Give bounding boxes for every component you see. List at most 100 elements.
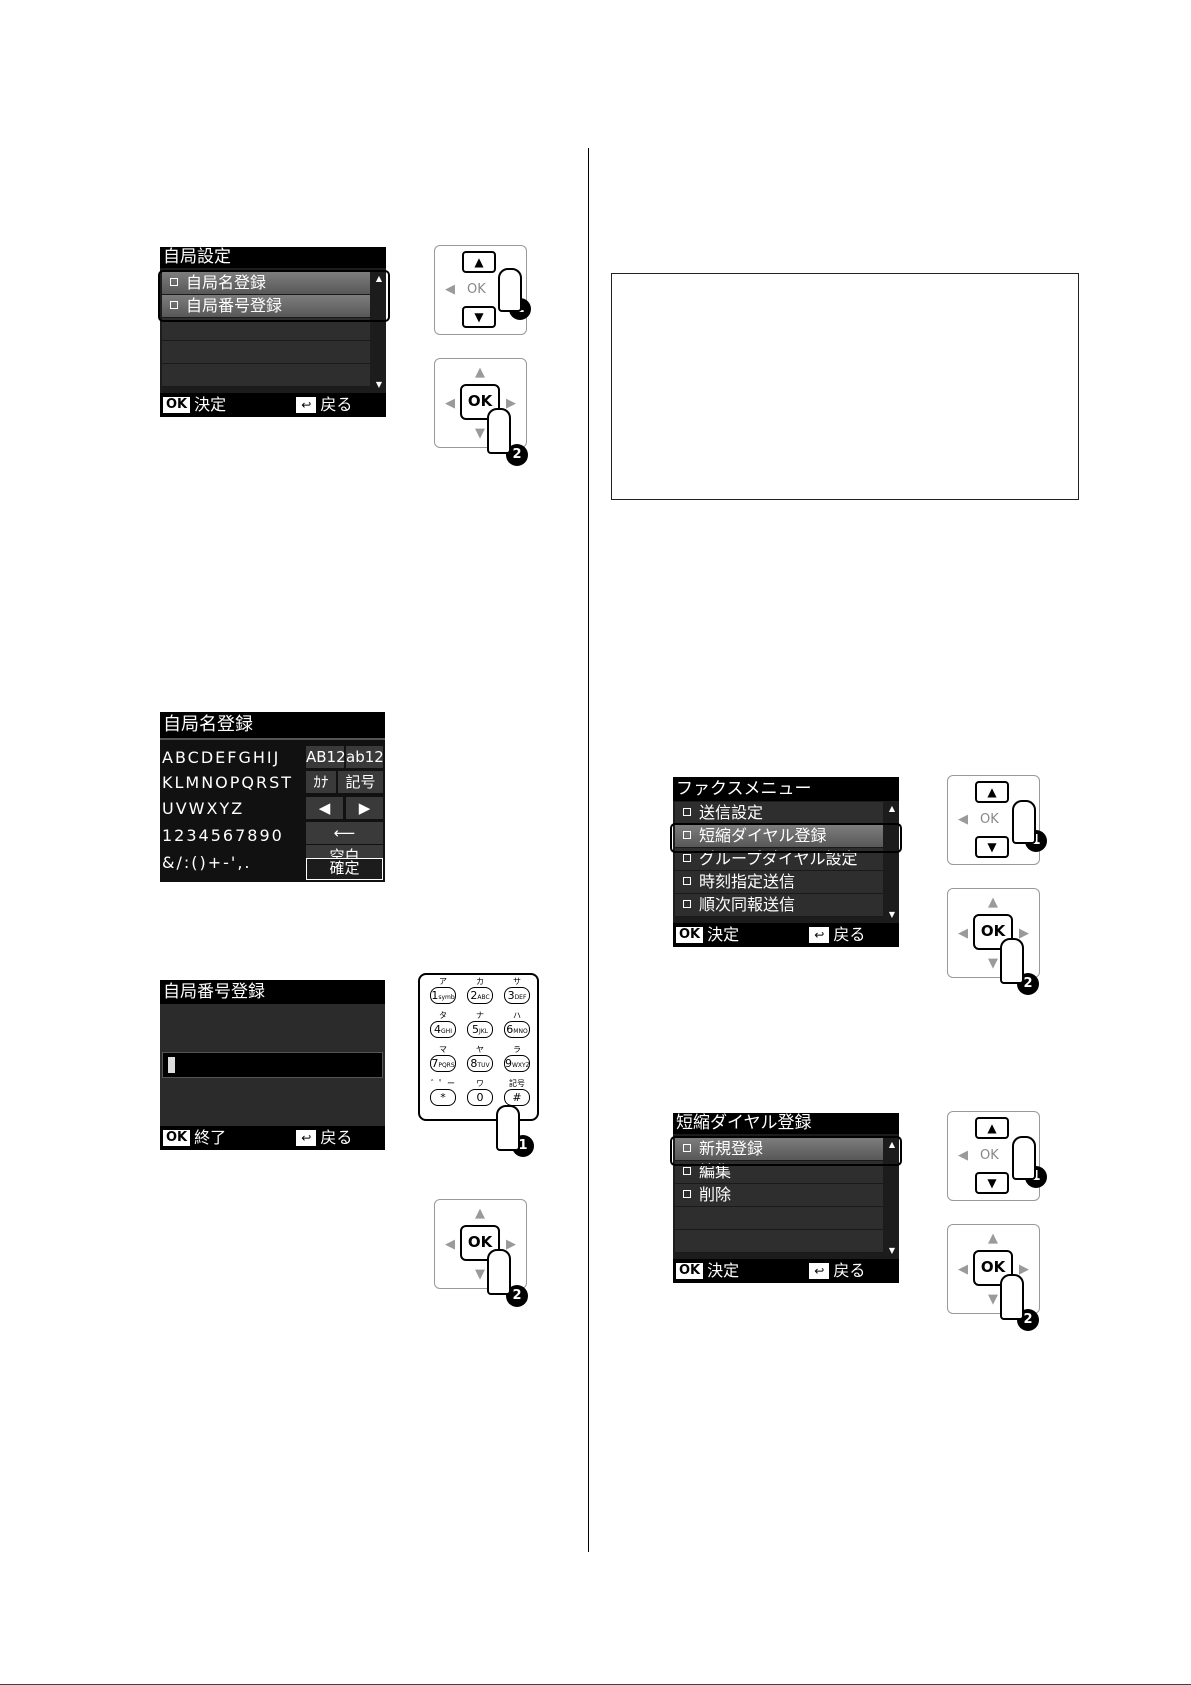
control-panel-updown: ▲ OK ◀ ▼	[947, 775, 1040, 865]
keypad-key[interactable]: *	[430, 1089, 456, 1106]
bullet-icon	[683, 876, 691, 885]
up-button[interactable]: ▲	[462, 251, 496, 273]
left-arrow-icon: ◀	[958, 1262, 968, 1277]
bullet-icon	[683, 807, 691, 816]
keyboard-row[interactable]: 1234567890	[162, 826, 284, 845]
key-lower[interactable]: ab12	[346, 746, 384, 768]
keypad-key[interactable]: 2ABC	[467, 987, 493, 1004]
ok-badge: OK	[676, 926, 704, 943]
key-left[interactable]: ◀	[306, 797, 343, 819]
keyboard-row[interactable]: UVWXYZ	[162, 799, 245, 818]
up-button[interactable]: ▲	[975, 781, 1009, 803]
menu-item-empty	[162, 364, 370, 387]
menu-item-empty	[162, 318, 370, 341]
keypad-key[interactable]: 8TUV	[467, 1055, 493, 1072]
menu-item-delete[interactable]: 削除	[675, 1184, 883, 1207]
keypad-key-letters: PQRS	[438, 1062, 455, 1069]
keypad-key[interactable]: 4GHI	[430, 1021, 456, 1038]
ok-badge: OK	[163, 1129, 191, 1146]
menu-item-edit[interactable]: 編集	[675, 1161, 883, 1184]
keypad-key[interactable]: 3DEF	[504, 987, 530, 1004]
keypad-key[interactable]: 0	[467, 1089, 493, 1106]
keyboard-row[interactable]: ABCDEFGHIJ	[162, 748, 281, 767]
lcd-title: 自局設定	[160, 247, 386, 268]
menu-item-broadcast[interactable]: 順次同報送信	[675, 894, 883, 917]
keypad-key-number: 3	[507, 989, 515, 1002]
down-button[interactable]: ▼	[462, 306, 496, 328]
up-arrow-icon: ▲	[988, 1231, 998, 1246]
lcd-title: 自局名登録	[160, 712, 385, 740]
bullet-icon	[683, 1143, 691, 1152]
keypad-kana-label: 記号	[509, 1079, 525, 1088]
left-arrow-icon: ◀	[445, 282, 455, 297]
keyboard-row[interactable]: KLMNOPQRST	[162, 773, 294, 792]
text-cursor	[168, 1057, 175, 1073]
down-button[interactable]: ▼	[975, 836, 1009, 858]
key-confirm[interactable]: 確定	[306, 858, 383, 880]
key-symbol[interactable]: 記号	[338, 771, 383, 793]
keypad-kana-label: ヤ	[476, 1045, 484, 1054]
bullet-icon	[683, 853, 691, 862]
key-right[interactable]: ▶	[346, 797, 383, 819]
keypad-key[interactable]: 5JKL	[467, 1021, 493, 1038]
ok-button[interactable]: OK	[973, 914, 1013, 950]
ok-button[interactable]: OK	[460, 384, 500, 420]
keyboard-row[interactable]: &/:()+-',.	[162, 853, 252, 872]
keypad-key-letters: TUV	[477, 1062, 490, 1069]
keypad-kana-label: ワ	[476, 1079, 484, 1088]
menu-item-send-settings[interactable]: 送信設定	[675, 802, 883, 825]
lcd-title: 短縮ダイヤル登録	[673, 1113, 899, 1134]
keypad-key-number: 7	[431, 1057, 439, 1070]
menu-item-group-dial[interactable]: グループダイヤル設定	[675, 848, 883, 871]
scroll-down-icon: ▼	[888, 910, 896, 919]
menu-item-own-name[interactable]: 自局名登録	[162, 272, 370, 295]
right-arrow-icon: ▶	[1019, 1262, 1029, 1277]
keypad-key[interactable]: 9WXYZ	[504, 1055, 530, 1072]
menu-item-scheduled-send[interactable]: 時刻指定送信	[675, 871, 883, 894]
up-button[interactable]: ▲	[975, 1117, 1009, 1139]
keypad-key[interactable]: #	[504, 1089, 530, 1106]
right-arrow-icon: ▶	[1019, 926, 1029, 941]
scroll-up-icon: ▲	[375, 274, 383, 283]
down-button[interactable]: ▼	[975, 1172, 1009, 1194]
menu-item-new[interactable]: 新規登録	[675, 1138, 883, 1161]
control-panel-ok: ▲ ◀ ▶ ▼ OK	[434, 358, 527, 448]
back-icon: ↩	[296, 1129, 317, 1146]
menu-item-empty	[162, 341, 370, 364]
ok-label: OK	[980, 1148, 999, 1163]
keypad-kana-label: ア	[439, 977, 447, 986]
keypad-kana-label: タ	[439, 1011, 447, 1020]
up-arrow-icon: ▲	[988, 895, 998, 910]
keypad-key-number: 4	[434, 1023, 442, 1036]
ok-badge: OK	[676, 1262, 704, 1279]
control-panel-ok: ▲ ◀ ▶ ▼ OK	[434, 1199, 527, 1289]
ok-button[interactable]: OK	[460, 1225, 500, 1261]
key-upper[interactable]: AB12	[306, 746, 346, 768]
bullet-icon	[683, 1189, 691, 1198]
down-arrow-icon: ▼	[988, 956, 998, 971]
keypad-key-number: 0	[476, 1091, 484, 1104]
finger-icon	[1000, 1274, 1024, 1320]
step-badge-2: 2	[506, 444, 528, 466]
menu-item-own-number[interactable]: 自局番号登録	[162, 295, 370, 318]
number-input-field[interactable]	[162, 1052, 383, 1078]
key-kana[interactable]: ｶﾅ	[306, 771, 336, 793]
keypad-key[interactable]: 1symb	[430, 987, 456, 1004]
key-backspace[interactable]: ⟵	[306, 822, 383, 844]
scroll-up-icon: ▲	[888, 1140, 896, 1149]
back-icon: ↩	[809, 926, 830, 943]
highlight-frame	[670, 1136, 902, 1166]
menu-item-speed-dial[interactable]: 短縮ダイヤル登録	[675, 825, 883, 848]
finger-icon	[487, 408, 511, 454]
keypad-key[interactable]: 7PQRS	[430, 1055, 456, 1072]
keypad-key[interactable]: 6MNO	[504, 1021, 530, 1038]
ok-label: OK	[980, 812, 999, 827]
left-arrow-icon: ◀	[958, 926, 968, 941]
finger-icon	[1012, 1136, 1036, 1180]
keypad-kana-label: ハ	[513, 1011, 521, 1020]
